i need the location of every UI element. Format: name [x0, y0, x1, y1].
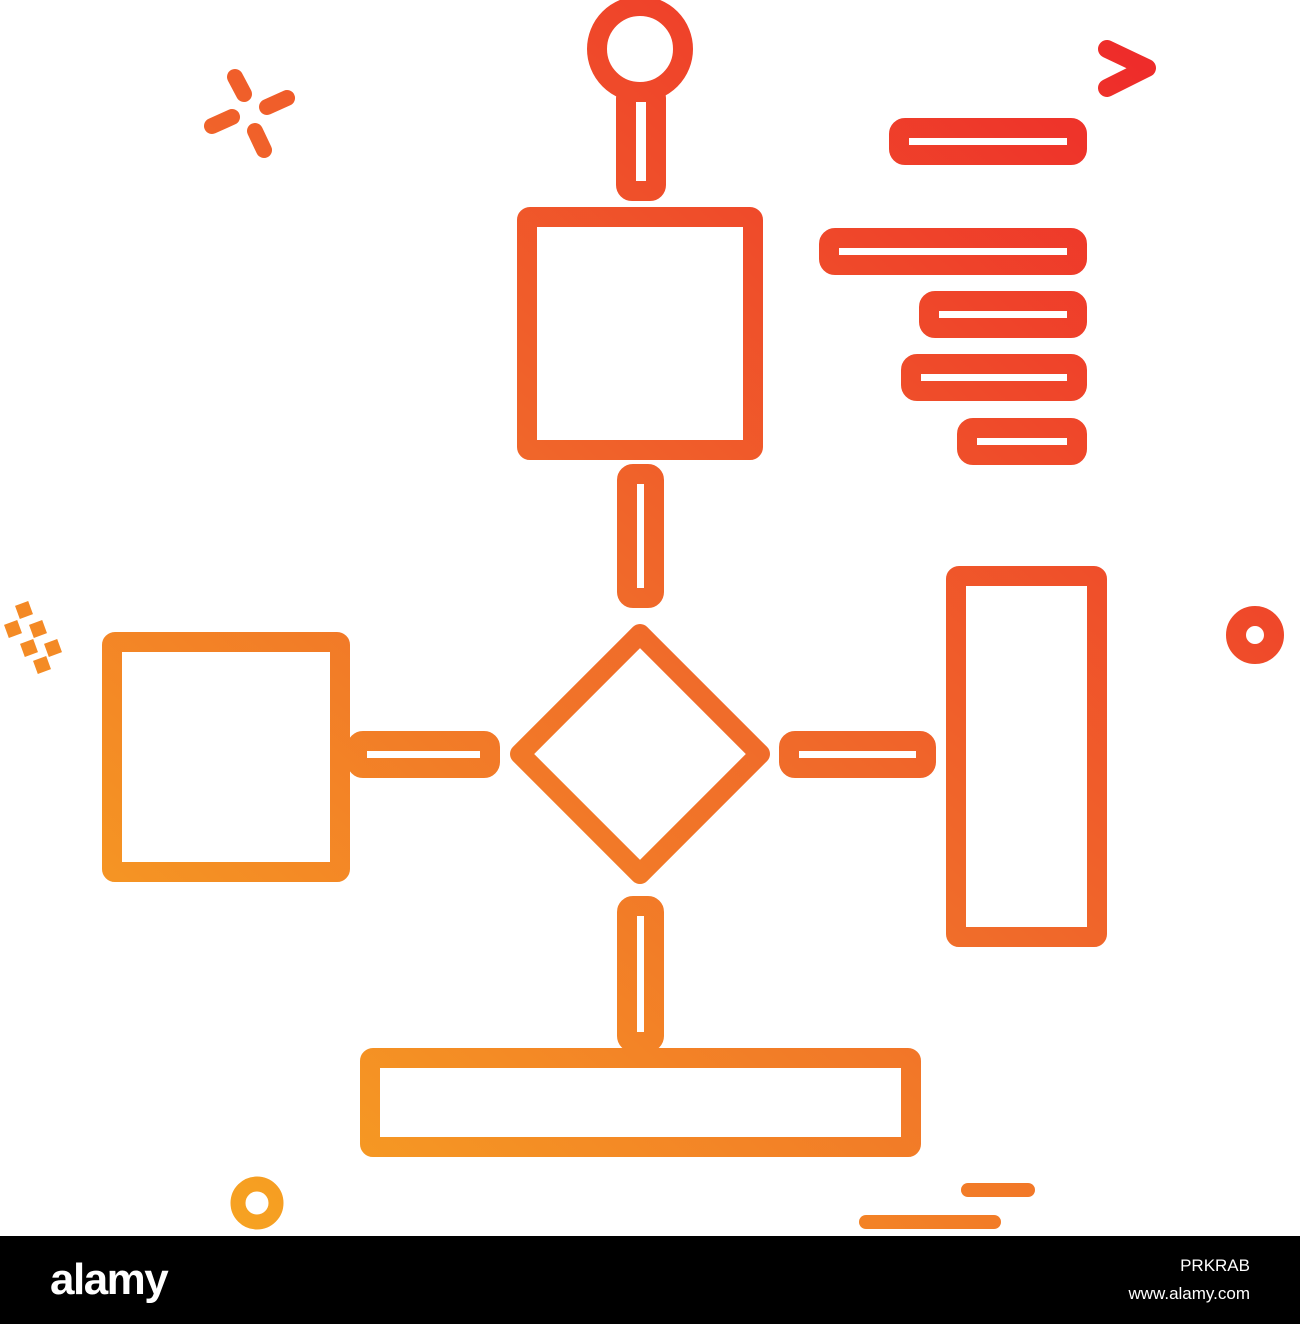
- watermark-footer: alamy PRKRAB www.alamy.com: [0, 1236, 1300, 1324]
- image-id: PRKRAB: [1180, 1256, 1250, 1275]
- text-line-5: [957, 418, 1087, 465]
- checker-icon: [4, 601, 62, 674]
- connector-right: [779, 731, 936, 778]
- text-line-1: [889, 118, 1087, 165]
- connector-bottom: [617, 896, 664, 1052]
- top-process-box: [517, 207, 763, 460]
- left-process-box: [102, 632, 350, 882]
- connector-top: [617, 464, 664, 608]
- dot-icon: [230, 1176, 284, 1230]
- right-process-box: [946, 566, 1107, 947]
- start-terminator-icon: [587, 0, 693, 201]
- text-line-2: [819, 228, 1087, 275]
- flowchart-illustration: [4, 0, 1284, 1230]
- dash-lines-icon: [859, 1183, 1035, 1229]
- alamy-logo[interactable]: alamy: [50, 1255, 169, 1304]
- site-url[interactable]: www.alamy.com: [1128, 1284, 1250, 1303]
- start-circle: [587, 0, 693, 102]
- connector-left: [347, 731, 500, 778]
- start-stem: [616, 82, 666, 201]
- ring-icon: [1226, 606, 1284, 664]
- lines-icon: [819, 118, 1087, 465]
- text-line-3: [919, 291, 1087, 338]
- chevron-right-icon: [1098, 40, 1156, 97]
- decision-diamond: [510, 624, 770, 884]
- text-line-4: [901, 354, 1087, 401]
- bottom-process-box: [360, 1048, 921, 1157]
- sparkle-icon: [204, 69, 295, 158]
